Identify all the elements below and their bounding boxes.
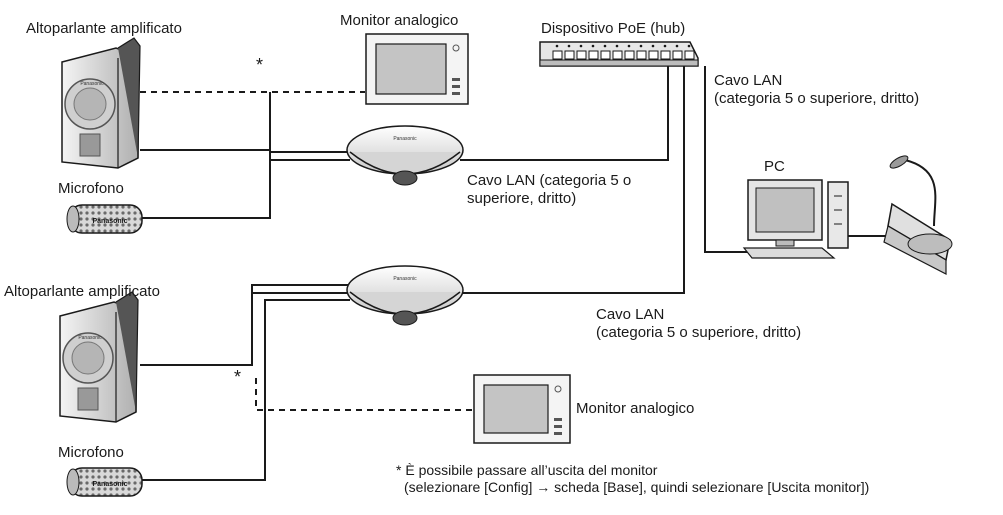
brand-mark: Panasonic: [80, 81, 104, 87]
label-lan-mid-line2: superiore, dritto): [467, 190, 577, 207]
label-lan-bottom-line1: Cavo LAN: [596, 306, 665, 323]
label-lan-bottom-line2: (categoria 5 o superiore, dritto): [596, 324, 802, 341]
cable-speaker-bottom-to-camera: [140, 292, 348, 366]
poe-hub-icon: [539, 41, 699, 67]
pc-icon: [742, 179, 849, 259]
camera-top-icon: Panasonic: [346, 125, 464, 186]
label-speaker-top: Altoparlante amplificato: [26, 20, 182, 37]
microphone-station-icon: [883, 155, 953, 275]
speaker-top-icon: Panasonic: [61, 37, 141, 169]
asterisk-bottom: *: [234, 367, 242, 387]
svg-text:Panasonic: Panasonic: [393, 136, 417, 142]
label-lan-mid: Cavo LAN (categoria 5 o superiore, dritt…: [467, 172, 631, 208]
footnote-line1: * È possibile passare all’uscita del mon…: [396, 462, 658, 478]
svg-text:Panasonic: Panasonic: [92, 218, 127, 225]
footnote-line2: (selezionare [Config] → scheda [Base], q…: [404, 479, 870, 495]
label-monitor-bottom: Monitor analogico: [576, 400, 695, 417]
label-mic-top: Microfono: [58, 180, 124, 197]
svg-text:Panasonic: Panasonic: [393, 276, 417, 282]
cable-camera-bottom-to-hub: [460, 66, 685, 294]
label-mic-bottom: Microfono: [58, 444, 124, 461]
microphone-bottom-icon: Panasonic: [66, 467, 143, 497]
label-lan-right: Cavo LAN (categoria 5 o superiore, dritt…: [714, 72, 919, 108]
monitor-top-icon: [365, 33, 469, 105]
asterisk-top: *: [256, 55, 264, 75]
cables: [140, 66, 892, 481]
label-speaker-bottom: Altoparlante amplificato: [4, 283, 160, 300]
label-monitor-top: Monitor analogico: [340, 12, 459, 29]
camera-bottom-icon: Panasonic: [346, 265, 464, 326]
label-hub: Dispositivo PoE (hub): [541, 20, 686, 37]
footnote: * È possibile passare all’uscita del mon…: [396, 462, 869, 496]
cable-mic-bottom-to-camera: [140, 299, 350, 481]
label-pc: PC: [764, 158, 785, 175]
cable-hub-to-pc: [704, 66, 748, 253]
cable-camera-top-to-hub: [460, 66, 669, 161]
cable-bottom-trunk: [251, 284, 348, 293]
label-lan-right-line1: Cavo LAN: [714, 72, 783, 89]
label-lan-mid-line1: Cavo LAN (categoria 5 o: [467, 172, 632, 189]
cable-mic-top-to-camera: [140, 159, 350, 219]
label-lan-bottom: Cavo LAN (categoria 5 o superiore, dritt…: [596, 306, 801, 342]
monitor-bottom-icon: [473, 374, 571, 444]
cable-speaker-top-to-camera: [140, 149, 348, 153]
microphone-top-icon: Panasonic: [66, 204, 143, 234]
speaker-bottom-icon: Panasonic: [59, 291, 139, 423]
svg-text:Panasonic: Panasonic: [78, 335, 102, 341]
cable-monitor-bottom-dashed: [255, 378, 473, 411]
label-lan-right-line2: (categoria 5 o superiore, dritto): [714, 90, 920, 107]
svg-text:Panasonic: Panasonic: [92, 481, 127, 488]
